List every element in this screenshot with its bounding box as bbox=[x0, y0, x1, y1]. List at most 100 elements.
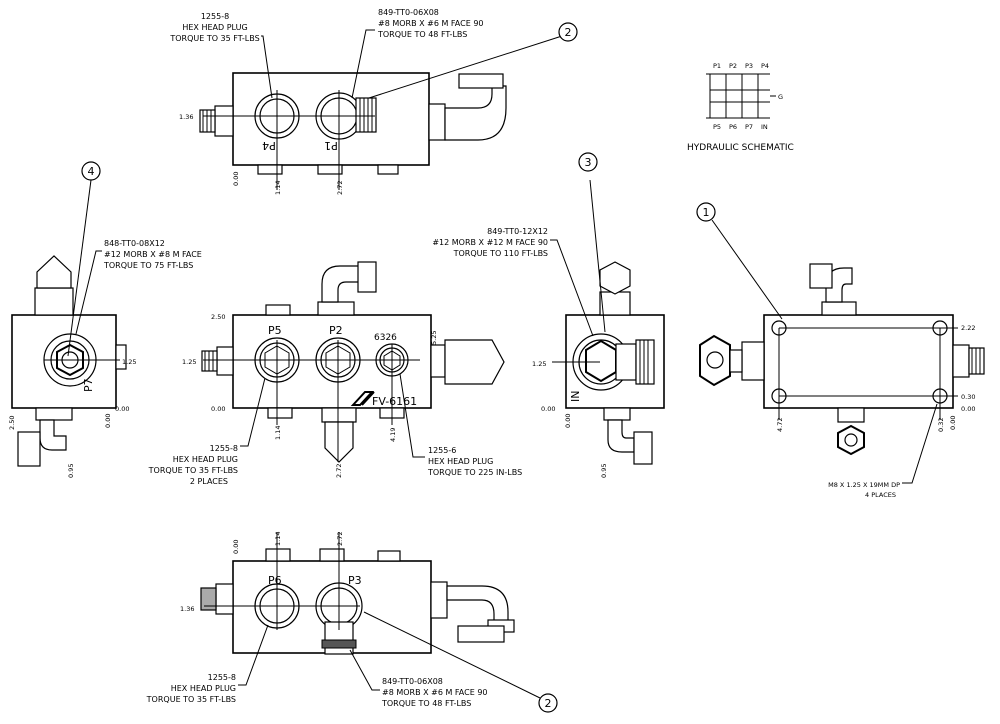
left-dim-000a: 0.00 bbox=[115, 405, 129, 413]
front-part-6326: 6326 bbox=[374, 333, 397, 343]
front-view: P5 P2 6326 FV-6161 2.50 1.25 0.00 5.25 1… bbox=[148, 261, 522, 486]
bottom-view: P6 P3 0.00 1.14 2.72 1.36 1255-8 HEX HEA… bbox=[146, 532, 558, 713]
right-top-hex bbox=[599, 261, 631, 295]
right-elbow bbox=[607, 419, 635, 453]
top-right-elbow bbox=[444, 85, 507, 141]
front-dim-272: 2.72 bbox=[335, 464, 343, 478]
back-view: 2.22 0.30 0.00 4.72 0.32 0.00 M8 X 1.25 … bbox=[696, 202, 985, 499]
left-port-p7: P7 bbox=[82, 378, 95, 392]
right-fitting-note-1: 849-TT0-12X12 bbox=[487, 227, 548, 236]
top-fitting-note-2: #8 MORB X #6 M FACE 90 bbox=[378, 19, 484, 28]
back-dim-000: 0.00 bbox=[961, 405, 975, 413]
right-dim-000a: 0.00 bbox=[541, 405, 555, 413]
top-left-hex bbox=[214, 105, 234, 137]
right-port-in: IN bbox=[569, 391, 582, 402]
right-fitting-note-3: TORQUE TO 110 FT-LBS bbox=[453, 249, 548, 258]
callout-4 bbox=[81, 161, 101, 181]
hydraulic-schematic: P1 P2 P3 P4 P5 P6 P7 IN G HYDRAULIC SCHE… bbox=[687, 62, 794, 153]
front-dim-125: 1.25 bbox=[182, 358, 196, 366]
back-manifold-body bbox=[763, 314, 954, 409]
front-port-p2: P2 bbox=[329, 324, 343, 337]
bottom-fitting-note-1: 849-TT0-06X08 bbox=[382, 677, 443, 686]
schem-in: IN bbox=[761, 123, 768, 131]
front-dim-419: 4.19 bbox=[389, 428, 397, 442]
right-fitting-note-2: #12 MORB X #12 M FACE 90 bbox=[432, 238, 548, 247]
back-hole-note-2: 4 PLACES bbox=[865, 491, 896, 499]
front-plug-note-1: 1255-8 bbox=[210, 444, 238, 453]
bottom-plug-note-2: HEX HEAD PLUG bbox=[171, 684, 236, 693]
schem-p6: P6 bbox=[729, 123, 737, 131]
right-dim-095: 0.95 bbox=[600, 464, 608, 478]
schem-p1: P1 bbox=[713, 62, 721, 70]
schem-p2: P2 bbox=[729, 62, 737, 70]
bottom-fitting-note-3: TORQUE TO 48 FT-LBS bbox=[381, 699, 471, 708]
callout-2-top bbox=[558, 22, 578, 42]
schem-p3: P3 bbox=[745, 62, 753, 70]
bottom-plug-note-3: TORQUE TO 35 FT-LBS bbox=[146, 695, 236, 704]
front-top-elbow bbox=[321, 265, 361, 303]
top-right-hex bbox=[428, 103, 446, 141]
front-dim-000: 0.00 bbox=[211, 405, 225, 413]
bottom-port-p3: P3 bbox=[348, 574, 362, 587]
top-plug-note-3: TORQUE TO 35 FT-LBS bbox=[169, 34, 259, 43]
front-plug6-note-3: TORQUE TO 225 IN-LBS bbox=[427, 468, 522, 477]
front-dim-250: 2.50 bbox=[211, 313, 225, 321]
schem-p7: P7 bbox=[745, 123, 753, 131]
bottom-port-p6: P6 bbox=[268, 574, 282, 587]
bottom-dim-272: 2.72 bbox=[336, 532, 344, 546]
fv-logo bbox=[350, 391, 375, 406]
left-dim-125: 1.25 bbox=[122, 358, 136, 366]
bottom-dim-136: 1.36 bbox=[180, 605, 194, 613]
left-fitting-note-1: 848-TT0-08X12 bbox=[104, 239, 165, 248]
front-plug-note-4: 2 PLACES bbox=[190, 477, 228, 486]
top-port-p4: P4 bbox=[262, 139, 276, 152]
bottom-dim-114: 1.14 bbox=[274, 532, 282, 546]
callout-4-label: 4 bbox=[88, 165, 95, 178]
front-plug6-note-2: HEX HEAD PLUG bbox=[428, 457, 493, 466]
bottom-plug-note-1: 1255-8 bbox=[208, 673, 236, 682]
callout-1 bbox=[696, 202, 716, 222]
front-plug-note-3: TORQUE TO 35 FT-LBS bbox=[148, 466, 238, 475]
callout-2-top-label: 2 bbox=[565, 26, 572, 39]
top-plug-note-1: 1255-8 bbox=[201, 12, 229, 21]
left-top-fitting bbox=[36, 255, 72, 289]
right-dim-000b: 0.00 bbox=[564, 414, 572, 428]
top-dim-114: 1.14 bbox=[274, 181, 282, 195]
front-plug-note-2: HEX HEAD PLUG bbox=[173, 455, 238, 464]
top-fitting-note-1: 849-TT0-06X08 bbox=[378, 8, 439, 17]
schem-g: G bbox=[778, 93, 783, 101]
right-dim-125: 1.25 bbox=[532, 360, 546, 368]
front-bottom-taper bbox=[324, 421, 354, 463]
schematic-title: HYDRAULIC SCHEMATIC bbox=[687, 143, 794, 153]
left-view: P7 1.25 0.00 2.50 0.00 0.95 848-TT0-08X1… bbox=[8, 161, 202, 478]
callout-2-bottom bbox=[538, 693, 558, 713]
left-dim-095: 0.95 bbox=[67, 464, 75, 478]
front-dim-525: 5.25 bbox=[430, 331, 438, 345]
right-view: IN 1.25 0.00 0.00 0.95 849-TT0-12X12 #12… bbox=[432, 152, 665, 478]
left-elbow bbox=[39, 419, 67, 451]
top-dim-000: 0.00 bbox=[232, 172, 240, 186]
back-dim-000b: 0.00 bbox=[949, 416, 957, 430]
callout-2-bottom-label: 2 bbox=[545, 697, 552, 710]
callout-1-label: 1 bbox=[703, 206, 710, 219]
front-plug6-note-1: 1255-6 bbox=[428, 446, 456, 455]
top-view: P4 P1 1.36 0.00 1.14 2.72 1255-8 HEX HEA… bbox=[169, 8, 578, 195]
top-plug-note-2: HEX HEAD PLUG bbox=[182, 23, 247, 32]
front-logo-text: FV-6161 bbox=[372, 395, 417, 408]
left-dim-250: 2.50 bbox=[8, 416, 16, 430]
back-dim-032: 0.32 bbox=[937, 418, 945, 432]
back-dim-472: 4.72 bbox=[776, 418, 784, 432]
back-hole-note-1: M8 X 1.25 X 19MM DP bbox=[828, 481, 900, 489]
schem-p4: P4 bbox=[761, 62, 769, 70]
back-dim-222: 2.22 bbox=[961, 324, 975, 332]
left-fitting-note-2: #12 MORB X #8 M FACE bbox=[104, 250, 202, 259]
callout-3-label: 3 bbox=[585, 156, 592, 169]
front-port-p5: P5 bbox=[268, 324, 282, 337]
back-left-hex bbox=[699, 334, 731, 387]
top-fitting-note-3: TORQUE TO 48 FT-LBS bbox=[377, 30, 467, 39]
top-dim-136: 1.36 bbox=[179, 113, 193, 121]
bottom-dim-000: 0.00 bbox=[232, 540, 240, 554]
back-dim-030: 0.30 bbox=[961, 393, 975, 401]
schem-p5: P5 bbox=[713, 123, 721, 131]
